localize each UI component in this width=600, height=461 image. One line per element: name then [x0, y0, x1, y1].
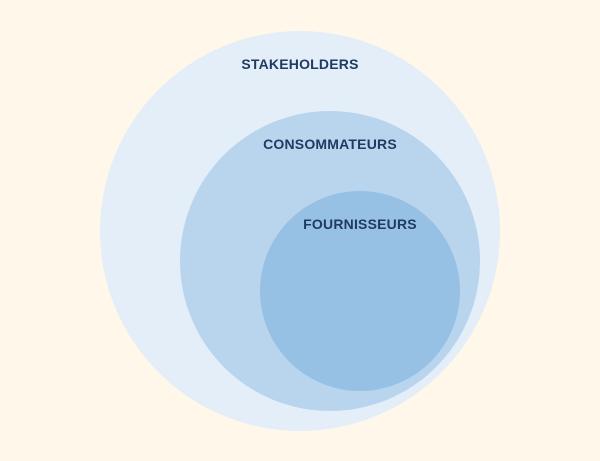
fournisseurs-label: FOURNISSEURS	[303, 216, 417, 232]
consommateurs-label: CONSOMMATEURS	[263, 136, 397, 152]
fournisseurs-circle	[260, 191, 460, 391]
stakeholders-label: STAKEHOLDERS	[241, 56, 359, 72]
